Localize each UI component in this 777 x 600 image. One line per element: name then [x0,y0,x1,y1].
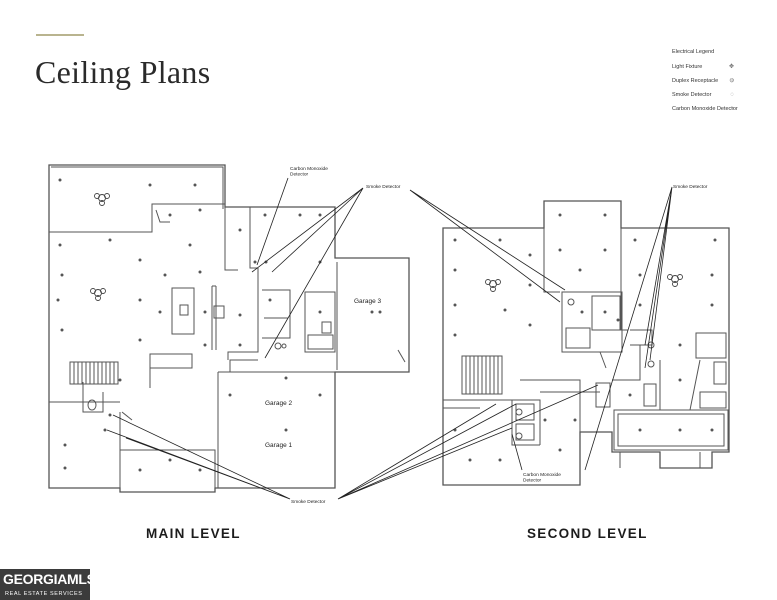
georgia-mls-watermark: GEORGIAMLS REAL ESTATE SERVICES [0,569,96,600]
callout-second-smoke-top: Smoke Detector [673,184,708,190]
callout-main-carbon-monoxide: Carbon Monoxide Detector [290,166,329,178]
page-title: Ceiling Plans [35,54,211,90]
electrical-legend: Electrical Legend Light Fixture ✥ Duplex… [672,49,772,120]
legend-title: Electrical Legend [672,49,715,55]
legend-label: Duplex Receptacle [672,78,719,85]
carbon-monoxide-icon: ▫ [731,106,734,113]
callout-line-1: Carbon Monoxide [523,472,561,478]
second-level-label: SECOND LEVEL [527,526,648,541]
callout-line-1: Carbon Monoxide [290,166,328,172]
callout-main-smoke-bottom: Smoke Detector [291,499,326,505]
smoke-detector-icon: ◌ [730,92,734,99]
callout-line-2: Detector [290,172,309,178]
legend-item-smoke-detector: Smoke Detector ◌ [672,92,772,98]
light-fixture-icon: ✥ [728,64,734,71]
main-level-label: MAIN LEVEL [146,526,241,541]
legend-label: Smoke Detector [672,92,712,99]
legend-label: Carbon Monoxide Detector [672,106,738,113]
duplex-receptacle-icon: ⦶ [729,78,734,85]
room-label-garage-2: Garage 2 [265,400,292,407]
room-label-garage-3: Garage 3 [354,298,381,305]
watermark-tagline: REAL ESTATE SERVICES [5,591,83,597]
room-label-garage-1: Garage 1 [265,442,292,449]
accent-line [36,34,84,36]
callout-second-carbon-monoxide: Carbon Monoxide Detector [523,472,562,484]
second-level-plan [337,186,730,500]
callout-main-smoke-top: Smoke Detector [366,184,401,190]
legend-label: Light Fixture [672,64,703,71]
callout-line-2: Detector [523,478,542,484]
legend-item-duplex-receptacle: Duplex Receptacle ⦶ [672,78,772,84]
main-level-plan [48,164,410,500]
legend-item-carbon-monoxide: Carbon Monoxide Detector ▫ [672,106,772,112]
legend-item-light-fixture: Light Fixture ✥ [672,64,772,70]
watermark-brand: GEORGIAMLS [3,571,96,587]
